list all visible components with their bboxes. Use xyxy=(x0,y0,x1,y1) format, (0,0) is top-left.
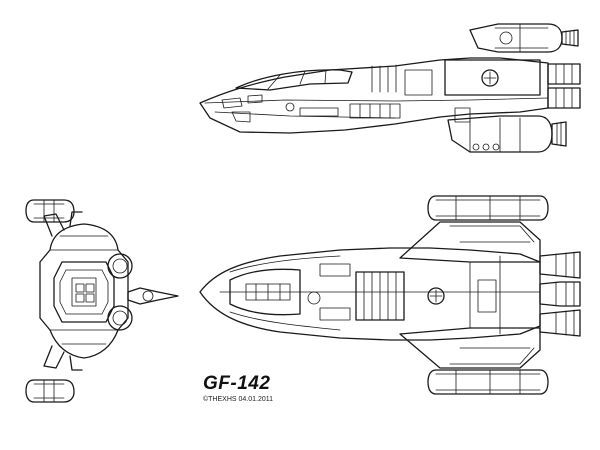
top-upper-engine xyxy=(427,195,549,221)
side-main-thruster-bottom xyxy=(547,87,581,109)
top-cockpit xyxy=(229,268,301,316)
top-thruster-center xyxy=(539,281,581,307)
side-elevation-view xyxy=(199,23,581,153)
side-main-thruster-top xyxy=(547,63,581,85)
top-thruster-upper xyxy=(539,251,581,279)
top-lower-engine xyxy=(427,369,549,395)
copyright-credit: ©THEXHS 04.01.2011 xyxy=(203,396,274,403)
front-upper-engine xyxy=(25,199,75,223)
front-lower-engine xyxy=(25,379,75,403)
front-elevation-view xyxy=(25,199,179,403)
side-cockpit-canopy xyxy=(235,69,353,91)
front-nose-probe xyxy=(127,287,179,305)
side-upper-thruster xyxy=(561,29,579,47)
designation-title: GF-142 xyxy=(203,373,271,394)
top-thruster-lower xyxy=(539,309,581,337)
top-plan-view xyxy=(199,195,581,395)
side-fuselage-outline xyxy=(199,57,549,134)
